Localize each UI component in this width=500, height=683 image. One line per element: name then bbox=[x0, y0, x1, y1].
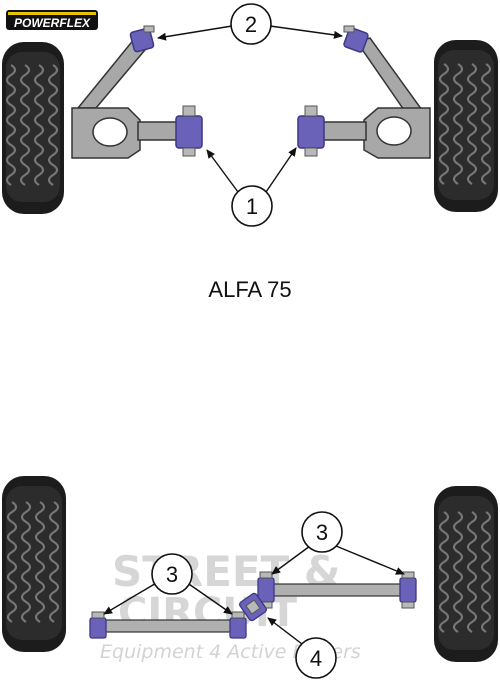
front-right-arm bbox=[321, 37, 431, 159]
powerflex-logo: POWERFLEX bbox=[6, 10, 98, 30]
callout-3-right-label: 3 bbox=[316, 520, 328, 545]
logo-stripe bbox=[8, 12, 96, 15]
callout-3-rear-right: 3 bbox=[271, 511, 405, 575]
callout-3-left-label: 3 bbox=[166, 562, 178, 587]
bush-front-left-lower bbox=[175, 105, 203, 157]
rear-left-link bbox=[99, 619, 239, 633]
front-left-tyre bbox=[2, 42, 64, 214]
callout-3-rear-left: 3 bbox=[103, 553, 233, 615]
callout-2-label: 2 bbox=[245, 12, 257, 37]
callout-1-front: 1 bbox=[206, 147, 297, 227]
rear-right-link bbox=[265, 583, 411, 597]
model-title: ALFA 75 bbox=[208, 277, 291, 302]
logo-text: POWERFLEX bbox=[14, 16, 91, 30]
bush-rear-centre-mount bbox=[239, 592, 267, 622]
bush-rear-left-inner bbox=[229, 611, 247, 639]
bush-front-right-upper bbox=[343, 25, 369, 53]
callout-1-label: 1 bbox=[246, 194, 258, 219]
callout-4-rear: 4 bbox=[267, 617, 337, 679]
bush-rear-right-outer bbox=[399, 571, 417, 609]
front-left-arm bbox=[71, 37, 181, 159]
rear-right-tyre bbox=[434, 486, 498, 662]
bush-front-left-upper bbox=[129, 25, 155, 53]
bush-rear-left-outer bbox=[89, 611, 107, 639]
callout-2-front: 2 bbox=[157, 3, 343, 45]
callout-4-label: 4 bbox=[310, 646, 322, 671]
bush-front-right-lower bbox=[297, 105, 325, 157]
front-right-tyre bbox=[434, 40, 498, 212]
bush-rear-right-inner bbox=[257, 571, 275, 609]
rear-left-tyre bbox=[2, 476, 66, 652]
